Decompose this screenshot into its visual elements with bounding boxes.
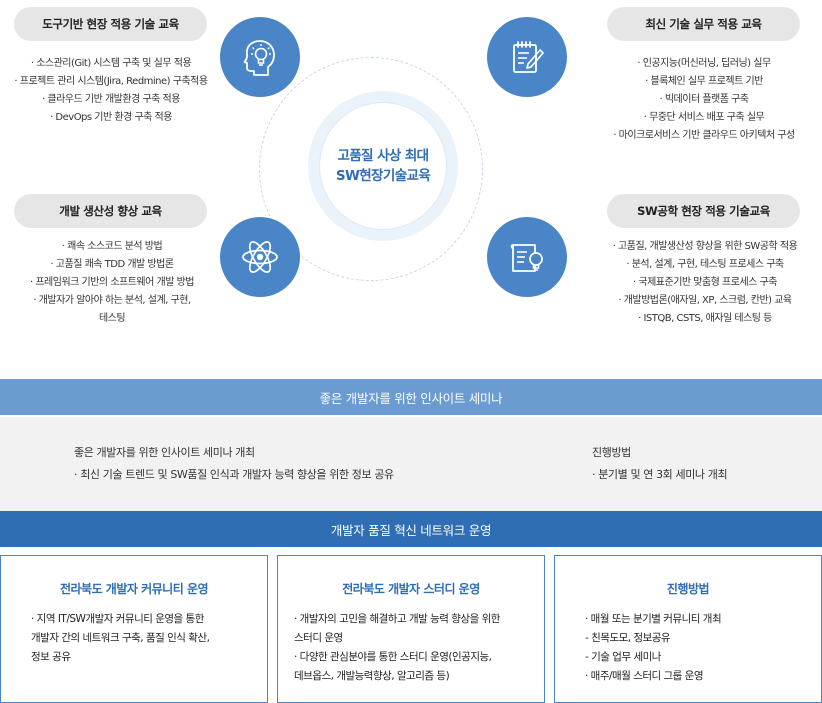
topright-title: 최신 기술 실무 적용 교육 (645, 17, 762, 31)
seminar-right-line: 진행방법 (592, 446, 631, 459)
list-item: · 고품질, 개발생산성 향상을 위한 SW공학 적용 (612, 241, 798, 252)
list-item: · DevOps 기반 환경 구축 적용 (50, 112, 172, 123)
seminar-right: 진행방법 · 분기별 및 연 3회 세미나 개최 (592, 442, 728, 486)
list-item: 테스팅 (98, 313, 126, 324)
bottomright-title: SW공학 현장 적용 기술교육 (637, 204, 770, 218)
box-line: · 다양한 관심분야를 통한 스터디 운영(인공지능, (294, 651, 492, 663)
box-line: · 매월 또는 분기별 커뮤니티 개최 (585, 613, 722, 625)
box-title: 전라북도 개발자 스터디 운영 (342, 582, 480, 596)
box-line: - 친목도모, 정보공유 (585, 632, 671, 644)
box-line: 스터디 운영 (294, 632, 343, 644)
bottomleft-title: 개발 생산성 향상 교육 (59, 204, 162, 218)
topleft-icon-circle (220, 17, 300, 97)
bottomleft-list: · 쾌속 소스코드 분석 방법 · 고품질 쾌속 TDD 개발 방법론 · 프레… (8, 238, 216, 328)
box-line: - 기술 업무 세미나 (585, 651, 661, 663)
box-line: · 지역 IT/SW개발자 커뮤니티 운영을 통한 (31, 613, 204, 625)
bottomleft-icon-circle (220, 217, 300, 297)
list-item: · 개발방법론(애자일, XP, 스크럼, 칸반) 교육 (618, 295, 792, 306)
box-body: · 지역 IT/SW개발자 커뮤니티 운영을 통한 개발자 간의 네트워크 구축… (31, 610, 210, 667)
box-line: · 매주/매월 스터디 그룹 운영 (585, 670, 704, 682)
network-box-study: 전라북도 개발자 스터디 운영 · 개발자의 고민을 해결하고 개발 능력 향상… (277, 555, 545, 703)
list-item: · 고품질 쾌속 TDD 개발 방법론 (50, 259, 174, 270)
box-body: · 개발자의 고민을 해결하고 개발 능력 향상을 위한 스터디 운영 · 다양… (294, 610, 500, 686)
center-line2: SW현장기술교육 (335, 168, 431, 184)
bottomright-icon-circle (487, 217, 567, 297)
network-band: 개발자 품질 혁신 네트워크 운영 (0, 511, 822, 547)
list-item: · 프로젝트 관리 시스템(Jira, Redmine) 구축적용 (14, 76, 208, 87)
bottomright-list: · 고품질, 개발생산성 향상을 위한 SW공학 적용 · 분석, 설계, 구현… (592, 238, 818, 328)
list-item: · ISTQB, CSTS, 애자일 테스팅 등 (638, 313, 772, 324)
seminar-right-line: · 분기별 및 연 3회 세미나 개최 (592, 468, 728, 481)
list-item: · 소스관리(Git) 시스템 구축 및 실무 적용 (30, 58, 192, 69)
seminar-left-line: 좋은 개발자를 위한 인사이트 세미나 개최 (74, 446, 255, 459)
bottomright-title-pill: SW공학 현장 적용 기술교육 (607, 194, 800, 228)
box-title: 전라북도 개발자 커뮤니티 운영 (59, 582, 209, 596)
box-body: · 매월 또는 분기별 커뮤니티 개최 - 친목도모, 정보공유 - 기술 업무… (585, 610, 722, 686)
box-line: 데브옵스, 개발능력향상, 알고리즘 등) (294, 670, 450, 682)
topleft-title-pill: 도구기반 현장 적용 기술 교육 (14, 7, 207, 41)
seminar-band: 좋은 개발자를 위한 인사이트 세미나 (0, 379, 822, 415)
list-item: · 프레임워크 기반의 소프트웨어 개발 방법 (30, 277, 194, 288)
list-item: · 무중단 서비스 배포 구축 실무 (643, 112, 765, 123)
topright-title-pill: 최신 기술 실무 적용 교육 (607, 7, 800, 41)
outer-dashed-ring (259, 57, 483, 281)
topleft-list: · 소스관리(Git) 시스템 구축 및 실무 적용 · 프로젝트 관리 시스템… (2, 55, 220, 127)
list-item: · 쾌속 소스코드 분석 방법 (61, 241, 163, 252)
atom-icon (242, 241, 278, 273)
topleft-title: 도구기반 현장 적용 기술 교육 (42, 17, 179, 31)
list-item: · 빅데이터 플랫폼 구축 (659, 94, 749, 105)
network-band-title: 개발자 품질 혁신 네트워크 운영 (330, 522, 492, 538)
center-circle: 고품질 사상 최대 SW현장기술교육 (320, 103, 446, 229)
document-lightbulb-icon (510, 244, 543, 272)
list-item: · 블록체인 실무 프로젝트 기반 (645, 76, 763, 87)
topright-list: · 인공지능(머신러닝, 딥러닝) 실무 · 블록체인 실무 프로젝트 기반 ·… (588, 55, 820, 145)
seminar-left-line: · 최신 기술 트렌드 및 SW품질 인식과 개발자 능력 향상을 위한 정보 … (74, 468, 394, 481)
notepad-pencil-icon (513, 41, 544, 73)
topright-icon-circle (487, 17, 567, 97)
seminar-left: 좋은 개발자를 위한 인사이트 세미나 개최 · 최신 기술 트렌드 및 SW품… (74, 442, 394, 486)
box-line: 개발자 간의 네트워크 구축, 품질 인식 확산, (31, 632, 210, 644)
seminar-panel: 좋은 개발자를 위한 인사이트 세미나 개최 · 최신 기술 트렌드 및 SW품… (0, 417, 822, 511)
bottomleft-title-pill: 개발 생산성 향상 교육 (14, 194, 207, 228)
list-item: · 분석, 설계, 구현, 테스팅 프로세스 구축 (626, 259, 784, 270)
list-item: · 클라우드 기반 개발환경 구축 적용 (42, 94, 180, 105)
list-item: · 개발자가 알아야 하는 분석, 설계, 구현, (33, 295, 191, 306)
center-line1: 고품질 사상 최대 (337, 148, 430, 164)
list-item: · 마이크로서비스 기반 클라우드 아키텍처 구성 (613, 130, 795, 141)
box-title: 진행방법 (666, 582, 710, 596)
box-line: · 개발자의 고민을 해결하고 개발 능력 향상을 위한 (294, 613, 500, 625)
network-box-method: 진행방법 · 매월 또는 분기별 커뮤니티 개최 - 친목도모, 정보공유 - … (554, 555, 822, 703)
box-line: 정보 공유 (31, 651, 71, 663)
network-box-community: 전라북도 개발자 커뮤니티 운영 · 지역 IT/SW개발자 커뮤니티 운영을 … (0, 555, 268, 703)
list-item: · 인공지능(머신러닝, 딥러닝) 실무 (637, 58, 771, 69)
head-lightbulb-icon (243, 40, 275, 76)
list-item: · 국제표준기반 맞춤형 프로세스 구축 (633, 277, 777, 288)
seminar-band-title: 좋은 개발자를 위한 인사이트 세미나 (319, 390, 503, 406)
